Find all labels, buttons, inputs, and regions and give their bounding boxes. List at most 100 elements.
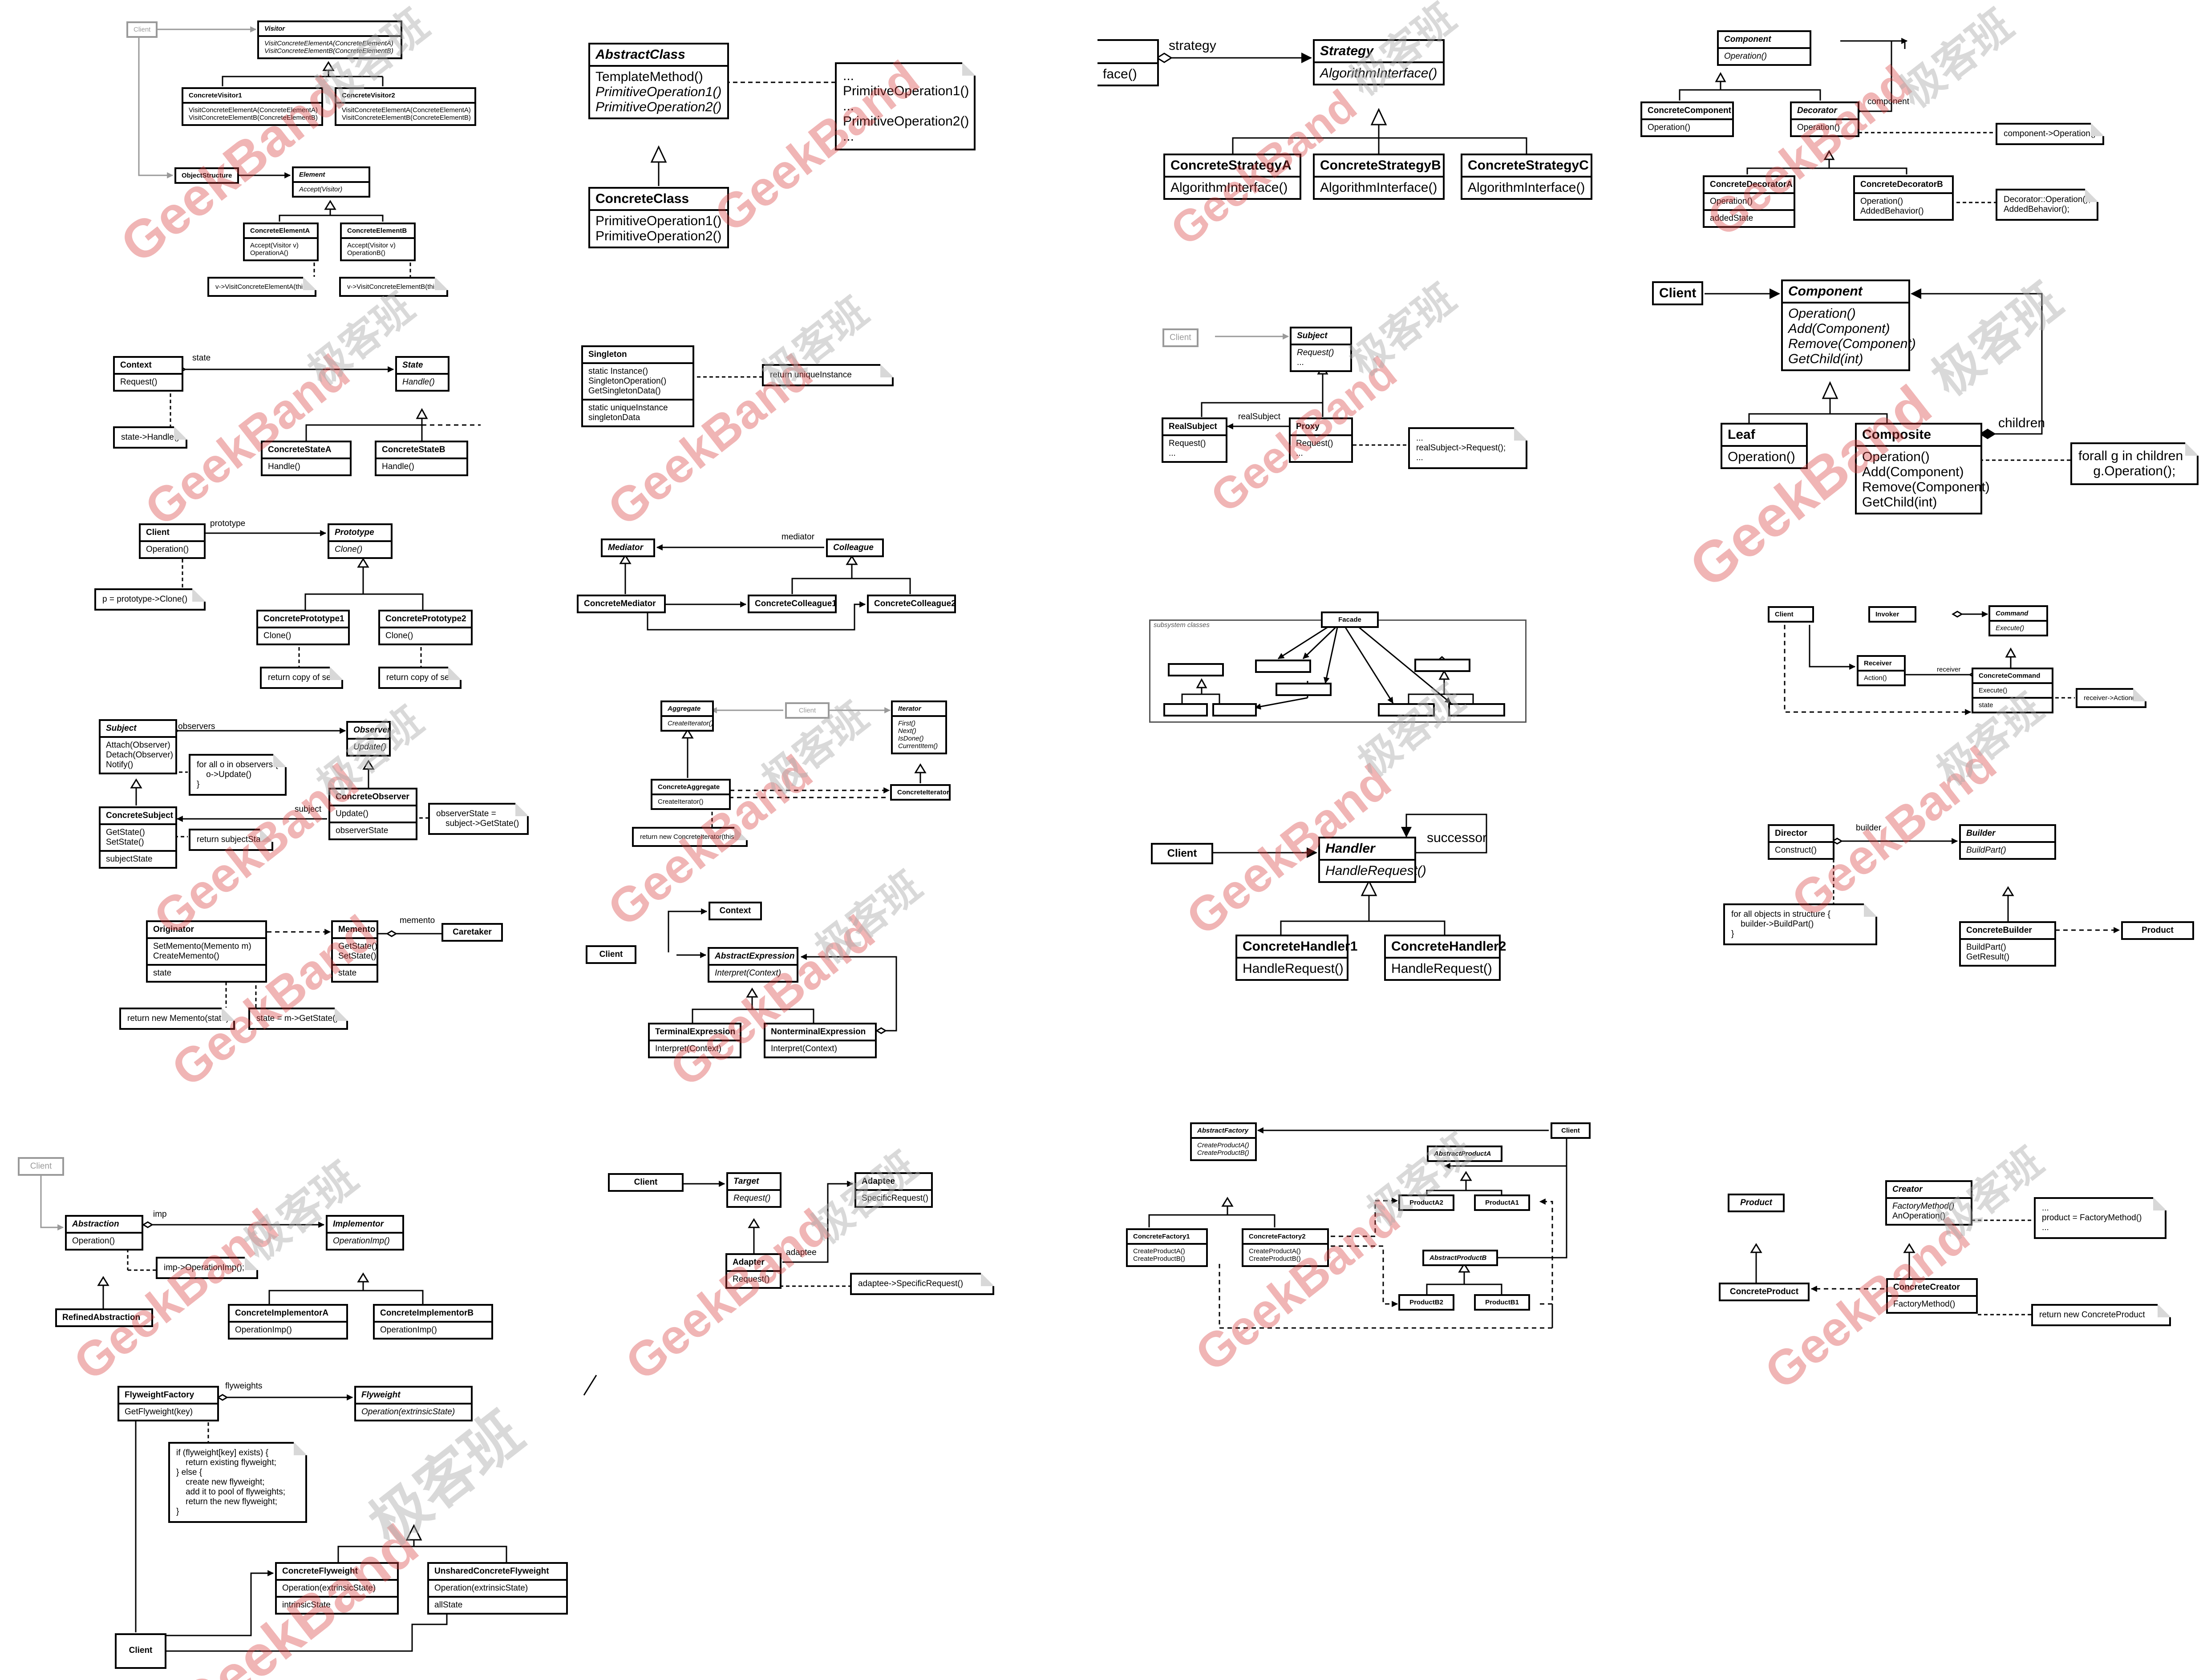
memento-class: Memento GetState() SetState() state [331, 920, 378, 983]
originator-class: Originator SetMemento(Memento m) CreateM… [146, 920, 267, 983]
factory-client: Client [1551, 1122, 1591, 1139]
director-class: Director Construct() [1768, 824, 1834, 860]
adapter-assoc-label: adaptee [786, 1248, 817, 1257]
builder-product: Product [2121, 921, 2194, 940]
subsystem-class [1378, 703, 1435, 717]
concrete-decorator-b: ConcreteDecoratorB Operation() AddedBeha… [1853, 175, 1954, 221]
concrete-class: ConcreteClass PrimitiveOperation1() Prim… [588, 187, 729, 248]
product-a2: ProductA2 [1398, 1194, 1454, 1211]
concrete-decorator-a: ConcreteDecoratorA Operation() addedStat… [1703, 175, 1795, 228]
abstract-expression: AbstractExpression Interpret(Context) [708, 947, 798, 983]
concrete-factory-2: ConcreteFactory2 CreateProductA() Create… [1242, 1228, 1329, 1267]
memento-set-note: state = m->GetState() [248, 1008, 348, 1030]
proxy-subject: Subject Request() ... [1290, 327, 1352, 372]
observer-state-note: observerState = subject->GetState() [428, 803, 529, 835]
observer-assoc-label: observers [178, 722, 215, 731]
state-interface: State Handle() [395, 356, 449, 392]
composite-note: forall g in children g.Operation(); [2070, 442, 2199, 485]
concrete-prototype-1: ConcretePrototype1 Clone() [256, 610, 350, 645]
decorator-component: Component Operation() [1717, 30, 1811, 66]
concrete-observer: ConcreteObserver Update() observerState [328, 788, 417, 840]
concrete-colleague-2: ConcreteColleague2 [867, 595, 956, 613]
prototype-client-note: p = prototype->Clone() [94, 588, 206, 611]
prototype-copy-note-1: return copy of self [260, 667, 344, 689]
flyweight-interface: Flyweight Operation(extrinsicState) [354, 1386, 473, 1421]
caretaker-class: Caretaker [441, 923, 503, 942]
concrete-handler-1: ConcreteHandler1 HandleRequest() [1235, 935, 1357, 981]
unshared-concrete-flyweight: UnsharedConcreteFlyweight Operation(extr… [427, 1562, 568, 1615]
concrete-mediator: ConcreteMediator [577, 595, 666, 613]
subsystem-label: subsystem classes [1154, 621, 1210, 629]
creator-class: Creator FactoryMethod() AnOperation() [1885, 1180, 1972, 1226]
concrete-state-b: ConcreteStateB Handle() [375, 441, 468, 476]
observer-return-note: return subjectState [189, 829, 273, 851]
composite-client: Client [1652, 281, 1704, 305]
iterator-client: Client [785, 702, 830, 719]
bridge-client: Client [18, 1157, 64, 1176]
bridge-note: imp->OperationImp(); [156, 1257, 258, 1279]
abstraction-class: Abstraction Operation() [65, 1215, 143, 1251]
command-note: receiver->Action(); [2076, 688, 2146, 708]
abstract-product-b: AbstractProductB [1422, 1250, 1498, 1266]
command-client: Client [1768, 606, 1814, 623]
adapter-client: Client [608, 1173, 684, 1192]
subsystem-class [1414, 659, 1470, 672]
prototype-interface: Prototype Clone() [328, 523, 393, 559]
proxy-class: Proxy Request() ... [1289, 417, 1353, 463]
concrete-implementor-a: ConcreteImplementorA OperationImp() [228, 1304, 348, 1340]
visitor-note-b: v->VisitConcreteElementB(this) [339, 277, 448, 297]
command-interface: Command Execute() [1988, 605, 2048, 636]
concrete-visitor-1: ConcreteVisitor1 VisitConcreteElementA(C… [182, 87, 323, 126]
creator-note: ... product = FactoryMethod() ... [2034, 1197, 2166, 1239]
concrete-flyweight: ConcreteFlyweight Operation(extrinsicSta… [275, 1562, 399, 1615]
facade-class: Facade [1321, 611, 1379, 628]
abstract-class: AbstractClass TemplateMethod() Primitive… [588, 43, 729, 119]
concrete-implementor-b: ConcreteImplementorB OperationImp() [373, 1304, 493, 1340]
concrete-strategy-c: ConcreteStrategyC AlgorithmInterface() [1461, 154, 1592, 200]
aggregate-interface: Aggregate CreateIterator() [660, 700, 714, 732]
decorator-class: Decorator Operation() [1790, 101, 1859, 137]
concrete-element-b: ConcreteElementB Accept(Visitor v) Opera… [340, 223, 416, 261]
observer-subject: Subject Attach(Observer) Detach(Observer… [99, 719, 177, 774]
concrete-factory-1: ConcreteFactory1 CreateProductA() Create… [1126, 1228, 1208, 1267]
memento-assoc-label: memento [400, 916, 435, 925]
concrete-prototype-2: ConcretePrototype2 Clone() [378, 610, 473, 645]
terminal-expression: TerminalExpression Interpret(Context) [648, 1023, 741, 1058]
adapter-class: Adapter Request() [725, 1253, 782, 1289]
concrete-component: ConcreteComponent Operation() [1640, 101, 1734, 137]
strategy-interface: Strategy AlgorithmInterface() [1313, 39, 1445, 85]
mediator-assoc-label: mediator [782, 532, 814, 542]
memento-new-note: return new Memento(state) [119, 1008, 235, 1030]
leaf-class: Leaf Operation() [1721, 423, 1808, 469]
builder-note: for all objects in structure { builder->… [1723, 903, 1877, 945]
decorator-note-b: Decorator::Operation(); AddedBehavior(); [1996, 189, 2099, 221]
interpreter-context: Context [709, 902, 762, 920]
flyweight-note: if (flyweight[key] exists) { return exis… [168, 1442, 307, 1523]
decorator-note: component->Operation() [1996, 123, 2104, 145]
iterator-interface: Iterator First() Next() IsDone() Current… [891, 700, 947, 754]
strategy-context: face() [1097, 39, 1159, 86]
target-interface: Target Request() [726, 1172, 782, 1208]
product-b1: ProductB1 [1474, 1294, 1530, 1311]
flyweight-factory: FlyweightFactory GetFlyweight(key) [117, 1386, 219, 1421]
singleton-class: Singleton static Instance() SingletonOpe… [581, 345, 694, 427]
colleague-interface: Colleague [826, 538, 884, 557]
concrete-strategy-a: ConcreteStrategyA AlgorithmInterface() [1163, 154, 1301, 200]
visitor-client: Client [126, 21, 158, 38]
abstract-factory: AbstractFactory CreateProductA() CreateP… [1190, 1122, 1257, 1161]
concrete-creator-note: return new ConcreteProduct [2031, 1304, 2171, 1326]
decorator-assoc-label: component [1867, 97, 1910, 106]
object-structure: ObjectStructure [174, 167, 239, 184]
state-context: Context Request() [113, 356, 183, 392]
iterator-note: return new ConcreteIterator(this) [632, 827, 748, 847]
visitor-note-a: v->VisitConcreteElementA(this) [207, 277, 316, 297]
mediator-interface: Mediator [601, 538, 655, 557]
concrete-iterator: ConcreteIterator [890, 784, 951, 801]
composite-class: Composite Operation() Add(Component) Rem… [1855, 423, 1990, 514]
composite-assoc-label: children [1998, 416, 2045, 430]
adapter-note: adaptee->SpecificRequest() [850, 1273, 994, 1295]
receiver-class: Receiver Action() [1857, 655, 1906, 686]
abstract-product-a: AbstractProductA [1427, 1146, 1502, 1162]
